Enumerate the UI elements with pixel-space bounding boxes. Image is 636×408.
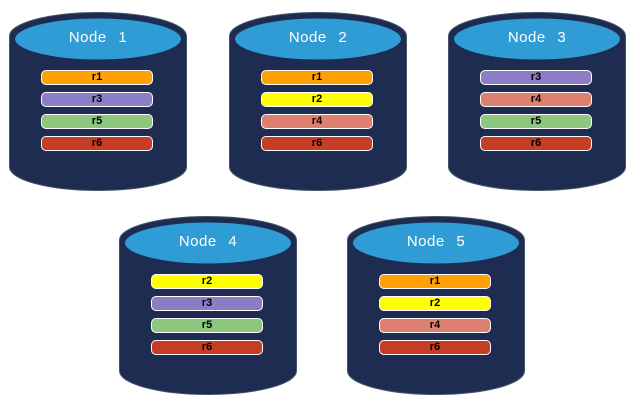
cylinder-top-ellipse [452,16,622,62]
replica-bar: r2 [261,92,373,107]
replica-bar: r1 [261,70,373,85]
database-node-1: Node 1 r1 r3 r5 r6 [9,12,187,192]
replica-bar: r3 [151,296,263,311]
replica-bar: r4 [480,92,592,107]
node-title: Node 5 [406,233,466,250]
replica-list: r1 r2 r4 r6 [379,274,491,362]
replica-bar: r6 [379,340,491,355]
database-node-3: Node 3 r3 r4 r5 r6 [448,12,626,192]
cylinder-top-ellipse [351,220,521,266]
node-title: Node 3 [507,29,567,46]
replica-bar: r6 [151,340,263,355]
replica-list: r1 r2 r4 r6 [261,70,373,158]
replica-list: r2 r3 r5 r6 [151,274,263,362]
replica-bar: r6 [261,136,373,151]
replica-bar: r5 [151,318,263,333]
node-title: Node 4 [178,233,238,250]
replica-list: r3 r4 r5 r6 [480,70,592,158]
cylinder-top-ellipse [233,16,403,62]
replica-bar: r5 [480,114,592,129]
cylinder-top-ellipse [123,220,293,266]
replica-bar: r6 [41,136,153,151]
node-title: Node 2 [288,29,348,46]
replica-bar: r2 [151,274,263,289]
replica-bar: r4 [261,114,373,129]
node-title: Node 1 [68,29,128,46]
database-node-2: Node 2 r1 r2 r4 r6 [229,12,407,192]
replica-bar: r5 [41,114,153,129]
replica-bar: r3 [41,92,153,107]
replica-bar: r4 [379,318,491,333]
replica-bar: r3 [480,70,592,85]
replica-bar: r6 [480,136,592,151]
replica-bar: r2 [379,296,491,311]
replica-list: r1 r3 r5 r6 [41,70,153,158]
replica-bar: r1 [41,70,153,85]
replica-bar: r1 [379,274,491,289]
database-node-5: Node 5 r1 r2 r4 r6 [347,216,525,396]
database-node-4: Node 4 r2 r3 r5 r6 [119,216,297,396]
cylinder-top-ellipse [13,16,183,62]
